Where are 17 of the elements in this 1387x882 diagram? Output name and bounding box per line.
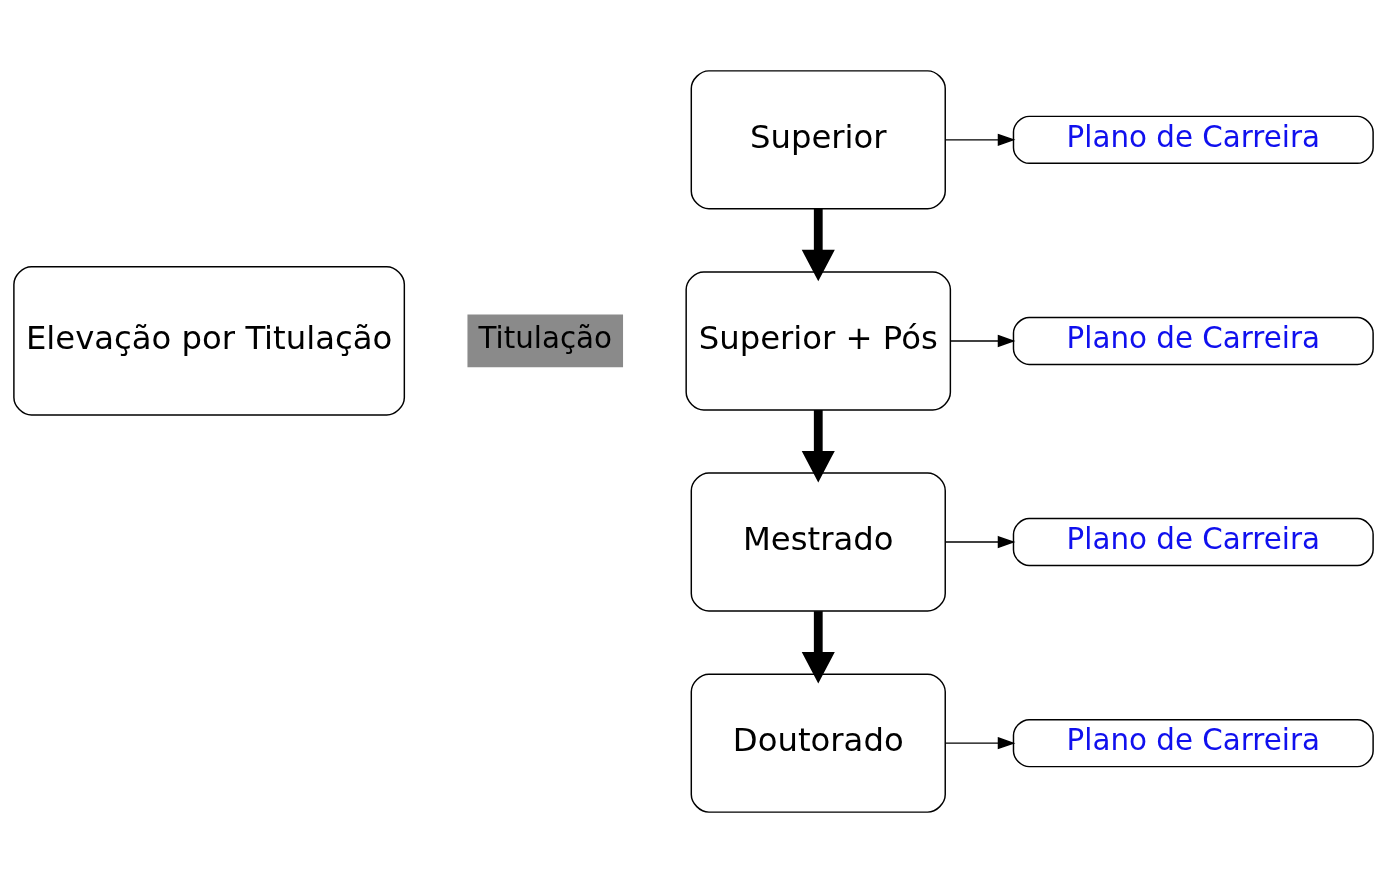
node-box: Plano de Carreira	[1012, 718, 1374, 767]
node-box: Plano de Carreira	[1012, 316, 1374, 365]
arrow	[949, 334, 1016, 347]
arrow	[801, 610, 835, 683]
node-box: Mestrado	[690, 471, 946, 612]
label: Titulação	[478, 320, 612, 355]
node-box: Plano de Carreira	[1012, 517, 1374, 566]
arrow	[944, 535, 1016, 548]
arrow	[801, 409, 835, 482]
arrow	[801, 208, 835, 281]
node-box: Doutorado	[690, 672, 946, 813]
node-box: Superior + Pós	[685, 270, 952, 411]
node-box: Plano de Carreira	[1012, 115, 1374, 164]
node-box: Superior	[690, 69, 946, 210]
node-box: Elevação por Titulação	[13, 265, 406, 416]
arrow	[944, 133, 1016, 146]
arrow	[944, 736, 1016, 749]
